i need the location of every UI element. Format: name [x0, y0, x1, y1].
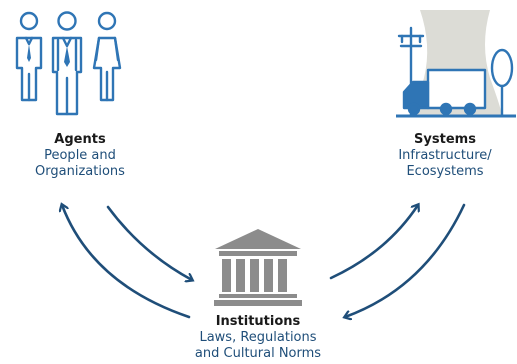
arrow-institutions-to-systems	[329, 205, 418, 280]
systems-title: Systems	[414, 132, 476, 147]
tree-icon	[490, 48, 514, 115]
arrow-agents-to-institutions	[106, 205, 192, 280]
person-woman-icon	[92, 11, 122, 102]
systems-subtitle-line2: Ecosystems	[406, 164, 484, 179]
person-man-left-icon	[15, 11, 43, 102]
agents-subtitle-line1: People and	[44, 148, 116, 163]
courthouse-icon	[214, 229, 302, 306]
systems-subtitle-line1: Infrastructure/	[398, 148, 492, 163]
agents-subtitle-line2: Organizations	[35, 164, 125, 179]
agents-title: Agents	[54, 132, 106, 147]
people-icon	[15, 11, 122, 116]
agents-label: Agents People and Organizations	[10, 132, 150, 180]
truck-icon	[402, 68, 487, 116]
institutions-subtitle-line1: Laws, Regulations	[199, 330, 317, 345]
arrow-systems-to-institutions	[345, 203, 466, 317]
institutions-subtitle-line2: and Cultural Norms	[194, 346, 322, 361]
institutions-title: Institutions	[215, 314, 301, 329]
infrastructure-icon	[396, 10, 516, 118]
arrow-institutions-to-agents	[62, 205, 191, 319]
systems-label: Systems Infrastructure/ Ecosystems	[380, 132, 510, 180]
person-man-center-icon	[51, 11, 83, 116]
institutions-label: Institutions Laws, Regulations and Cultu…	[168, 314, 348, 362]
